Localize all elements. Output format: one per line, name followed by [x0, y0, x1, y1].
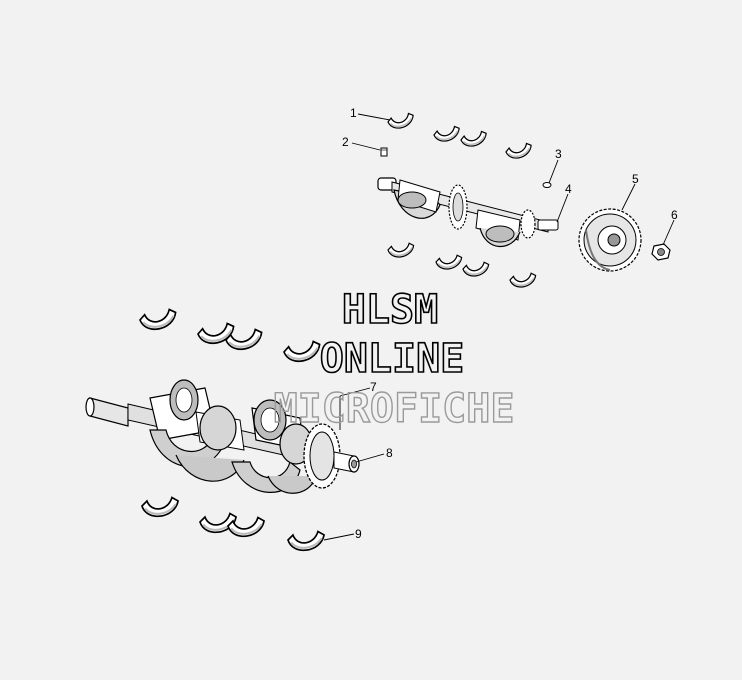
timing-gear [578, 208, 642, 272]
watermark-line-1: HLSM [342, 287, 438, 333]
upper-pin-part [542, 182, 552, 188]
callout-4: 4 [565, 182, 572, 196]
callout-labels: 1 2 3 4 5 6 7 8 9 [342, 106, 678, 541]
gear-nut [651, 243, 671, 261]
callout-5: 5 [632, 172, 639, 186]
watermark-line-3: MICROFICHE [274, 386, 515, 432]
callout-1: 1 [350, 106, 357, 120]
callout-6: 6 [671, 208, 678, 222]
upper-crankshaft [377, 177, 559, 248]
upper-key-part [380, 147, 388, 157]
callout-3: 3 [555, 147, 562, 161]
callout-8: 8 [386, 446, 393, 460]
watermark-line-2: ONLINE [320, 336, 465, 382]
watermark: HLSM ONLINE MICROFICHE [273, 286, 515, 433]
callout-9: 9 [355, 527, 362, 541]
callout-2: 2 [342, 135, 349, 149]
lower-crankshaft [85, 379, 360, 494]
callout-7: 7 [370, 380, 377, 394]
leader-lines [323, 113, 675, 541]
